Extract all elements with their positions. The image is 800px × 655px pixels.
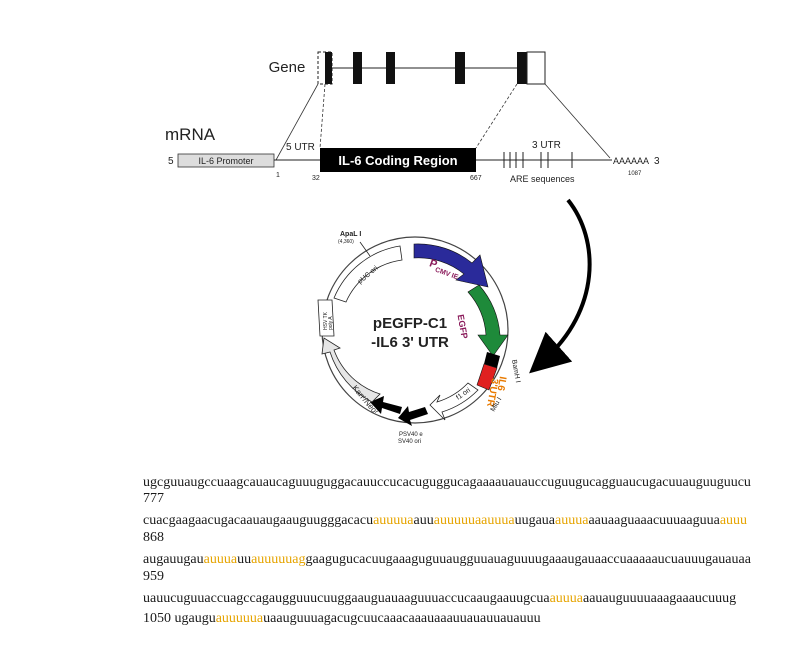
apal-tick <box>359 241 371 257</box>
plasmid-map: PCMV IE EGFP BamH I IL6 3'UTR Mlu I f1 o… <box>317 231 521 445</box>
pos-667: 667 <box>470 175 482 182</box>
sequence-segment: gaagugucacuugaaaguguuaugguuauaguuuugaaau… <box>305 552 751 567</box>
sequence-segment: uu <box>237 552 252 567</box>
map-line-utr3-end <box>544 83 611 159</box>
plasmid-title-1: pEGFP-C1 <box>373 315 447 332</box>
pos-1: 1 <box>276 172 280 179</box>
apal-label: ApaL I <box>340 231 361 238</box>
coding-region-label: IL-6 Coding Region <box>338 153 457 168</box>
il6-3utr-label-b: 3'UTR <box>484 377 500 408</box>
mrna-diagram: mRNA 5 IL-6 Promoter 5 UTR 1 IL-6 Coding… <box>165 125 660 184</box>
pos-1087: 1087 <box>628 171 642 177</box>
three-prime-label: 3 <box>654 156 660 167</box>
five-prime-label: 5 <box>168 156 174 167</box>
figure-canvas: Gene mRNA 5 IL-6 Promoter 5 UTR 1 IL-6 C… <box>165 51 660 445</box>
pcmv-arrow <box>413 243 489 288</box>
map-line-coding-start <box>319 83 326 149</box>
hsv-tk-block <box>317 299 335 337</box>
sequence-segment: augauugau <box>143 552 204 567</box>
plasmid-title-2: -IL6 3' UTR <box>371 334 449 351</box>
sequence-segment: cuacgaagaacugacaauaugaauguugggacacu <box>143 513 374 528</box>
sequence-position-777: 777 <box>143 491 164 506</box>
sequence-line-5: 1050 ugauguauuuuuauaauguuuagacugcuucaaac… <box>143 611 541 627</box>
bamhi-label: BamH I <box>510 359 521 383</box>
sequence-segment: ugcguuaugccuaagcauaucaguuuguggacauuccuca… <box>143 475 751 490</box>
egfp-label: EGFP <box>456 314 470 340</box>
are-motif: auuua <box>549 591 583 606</box>
map-line-coding-end <box>475 83 518 149</box>
sequence-segment: uugaua <box>514 513 556 528</box>
sequence-segment: uaauguuuagacugcuucaaacaaauaaauuauauuauau… <box>263 611 541 626</box>
are-motif: auuua <box>203 552 238 567</box>
utr5-label: 5 UTR <box>286 142 315 153</box>
sequence-position-959: 959 <box>143 569 164 584</box>
are-motif: auuuuuaauuua <box>433 513 515 528</box>
puc-ori-block <box>333 245 403 303</box>
sequence-line-4: uauucuguuaccuagccagaugguuucuuggaauguauaa… <box>143 591 736 607</box>
gene-exon-5 <box>517 52 527 84</box>
are-motif: auuuua <box>373 513 414 528</box>
are-motif: auuuuua <box>215 611 264 626</box>
are-label: ARE sequences <box>510 174 575 184</box>
sequence-segment: 1050 ugaugu <box>143 611 216 626</box>
are-motif: auuua <box>555 513 589 528</box>
are-motif: auuu <box>719 513 748 528</box>
sequence-segment: uauucuguuaccuagccagaugguuucuuggaauguauaa… <box>143 591 550 606</box>
utr3-label: 3 UTR <box>532 140 561 151</box>
psv40-label-2: SV40 ori <box>398 439 421 445</box>
psv40-label-1: PSV40 e <box>399 432 423 438</box>
il6-utr-insert <box>476 363 498 391</box>
mapping-lines <box>275 83 611 161</box>
coding-region-box <box>320 148 476 172</box>
hsv-tk-label-1: HSV TK <box>323 311 329 330</box>
mrna-label: mRNA <box>165 125 216 144</box>
are-motif: auuuuuag <box>251 552 306 567</box>
promoter-label: IL-6 Promoter <box>198 156 253 166</box>
gene-exon-1 <box>325 52 332 84</box>
polya-label: AAAAAA <box>613 156 649 166</box>
il6-3utr-label-a: IL6 <box>494 375 507 392</box>
psv40-arrow-2 <box>370 396 402 414</box>
sequence-line-1: ugcguuaugccuaagcauaucaguuuguggacauuccuca… <box>143 475 751 491</box>
sequence-segment: auu <box>413 513 434 528</box>
gene-exon-4 <box>455 52 465 84</box>
sequence-position-868: 868 <box>143 530 164 545</box>
bamhi-block <box>484 352 500 368</box>
gene-exon-5-utr <box>526 51 546 85</box>
kan-neo-arrow <box>321 337 381 403</box>
f1-ori-block <box>429 382 479 421</box>
psv40-arrow-1 <box>398 406 428 426</box>
gene-exon-2 <box>353 52 362 84</box>
pos-32: 32 <box>312 175 320 182</box>
insert-arrow <box>529 198 592 374</box>
are-ticks <box>503 152 573 168</box>
sequence-segment: aauaaguaaacuuuaaguua <box>588 513 720 528</box>
gene-exon-3 <box>386 52 395 84</box>
map-line-utr5-start <box>275 83 319 161</box>
gene-label: Gene <box>269 59 306 76</box>
hsv-tk-label-2: poly A <box>328 316 334 330</box>
sequence-segment: aauauguuuuaaagaaaucuuug <box>583 591 737 606</box>
apal-pos: (4,360) <box>338 239 354 245</box>
sequence-line-3: augauugauauuuauuauuuuuaggaagugucacuugaaa… <box>143 552 751 568</box>
sequence-line-2: cuacgaagaacugacaauaugaauguugggacacuauuuu… <box>143 513 747 529</box>
gene-diagram: Gene <box>269 51 546 85</box>
